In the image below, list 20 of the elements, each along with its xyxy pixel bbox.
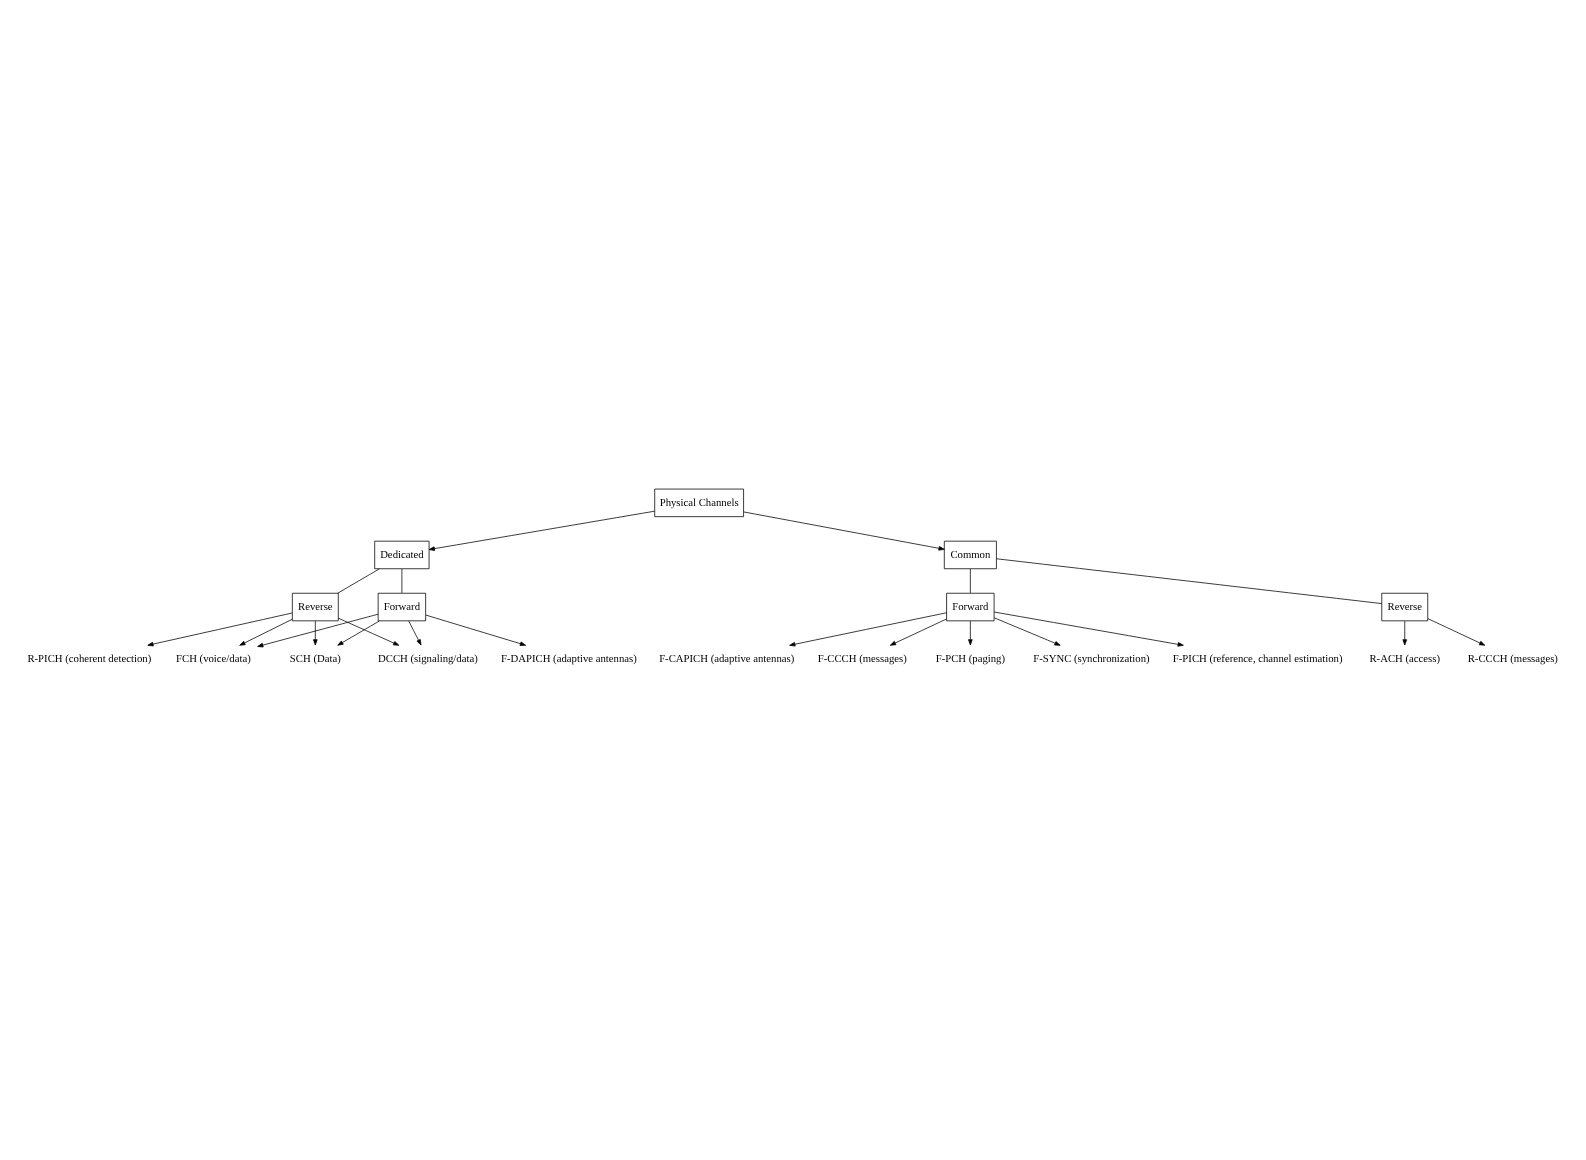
arrow	[889, 617, 947, 645]
connector	[996, 557, 1383, 603]
arrow	[338, 616, 400, 645]
arrow	[428, 509, 656, 550]
arrow	[408, 619, 422, 645]
arrow	[147, 611, 293, 646]
arrow	[313, 619, 318, 645]
arrow	[993, 610, 1184, 646]
arrow	[257, 612, 379, 647]
arrow	[789, 611, 947, 646]
arrow	[1402, 619, 1407, 645]
arrow	[239, 617, 293, 645]
arrow	[743, 510, 945, 550]
arrow	[1427, 617, 1486, 645]
arrow	[968, 619, 973, 645]
arrow	[425, 613, 526, 645]
connector	[337, 567, 380, 593]
connector	[969, 567, 971, 593]
arrow	[337, 619, 380, 645]
arrow	[993, 616, 1061, 645]
